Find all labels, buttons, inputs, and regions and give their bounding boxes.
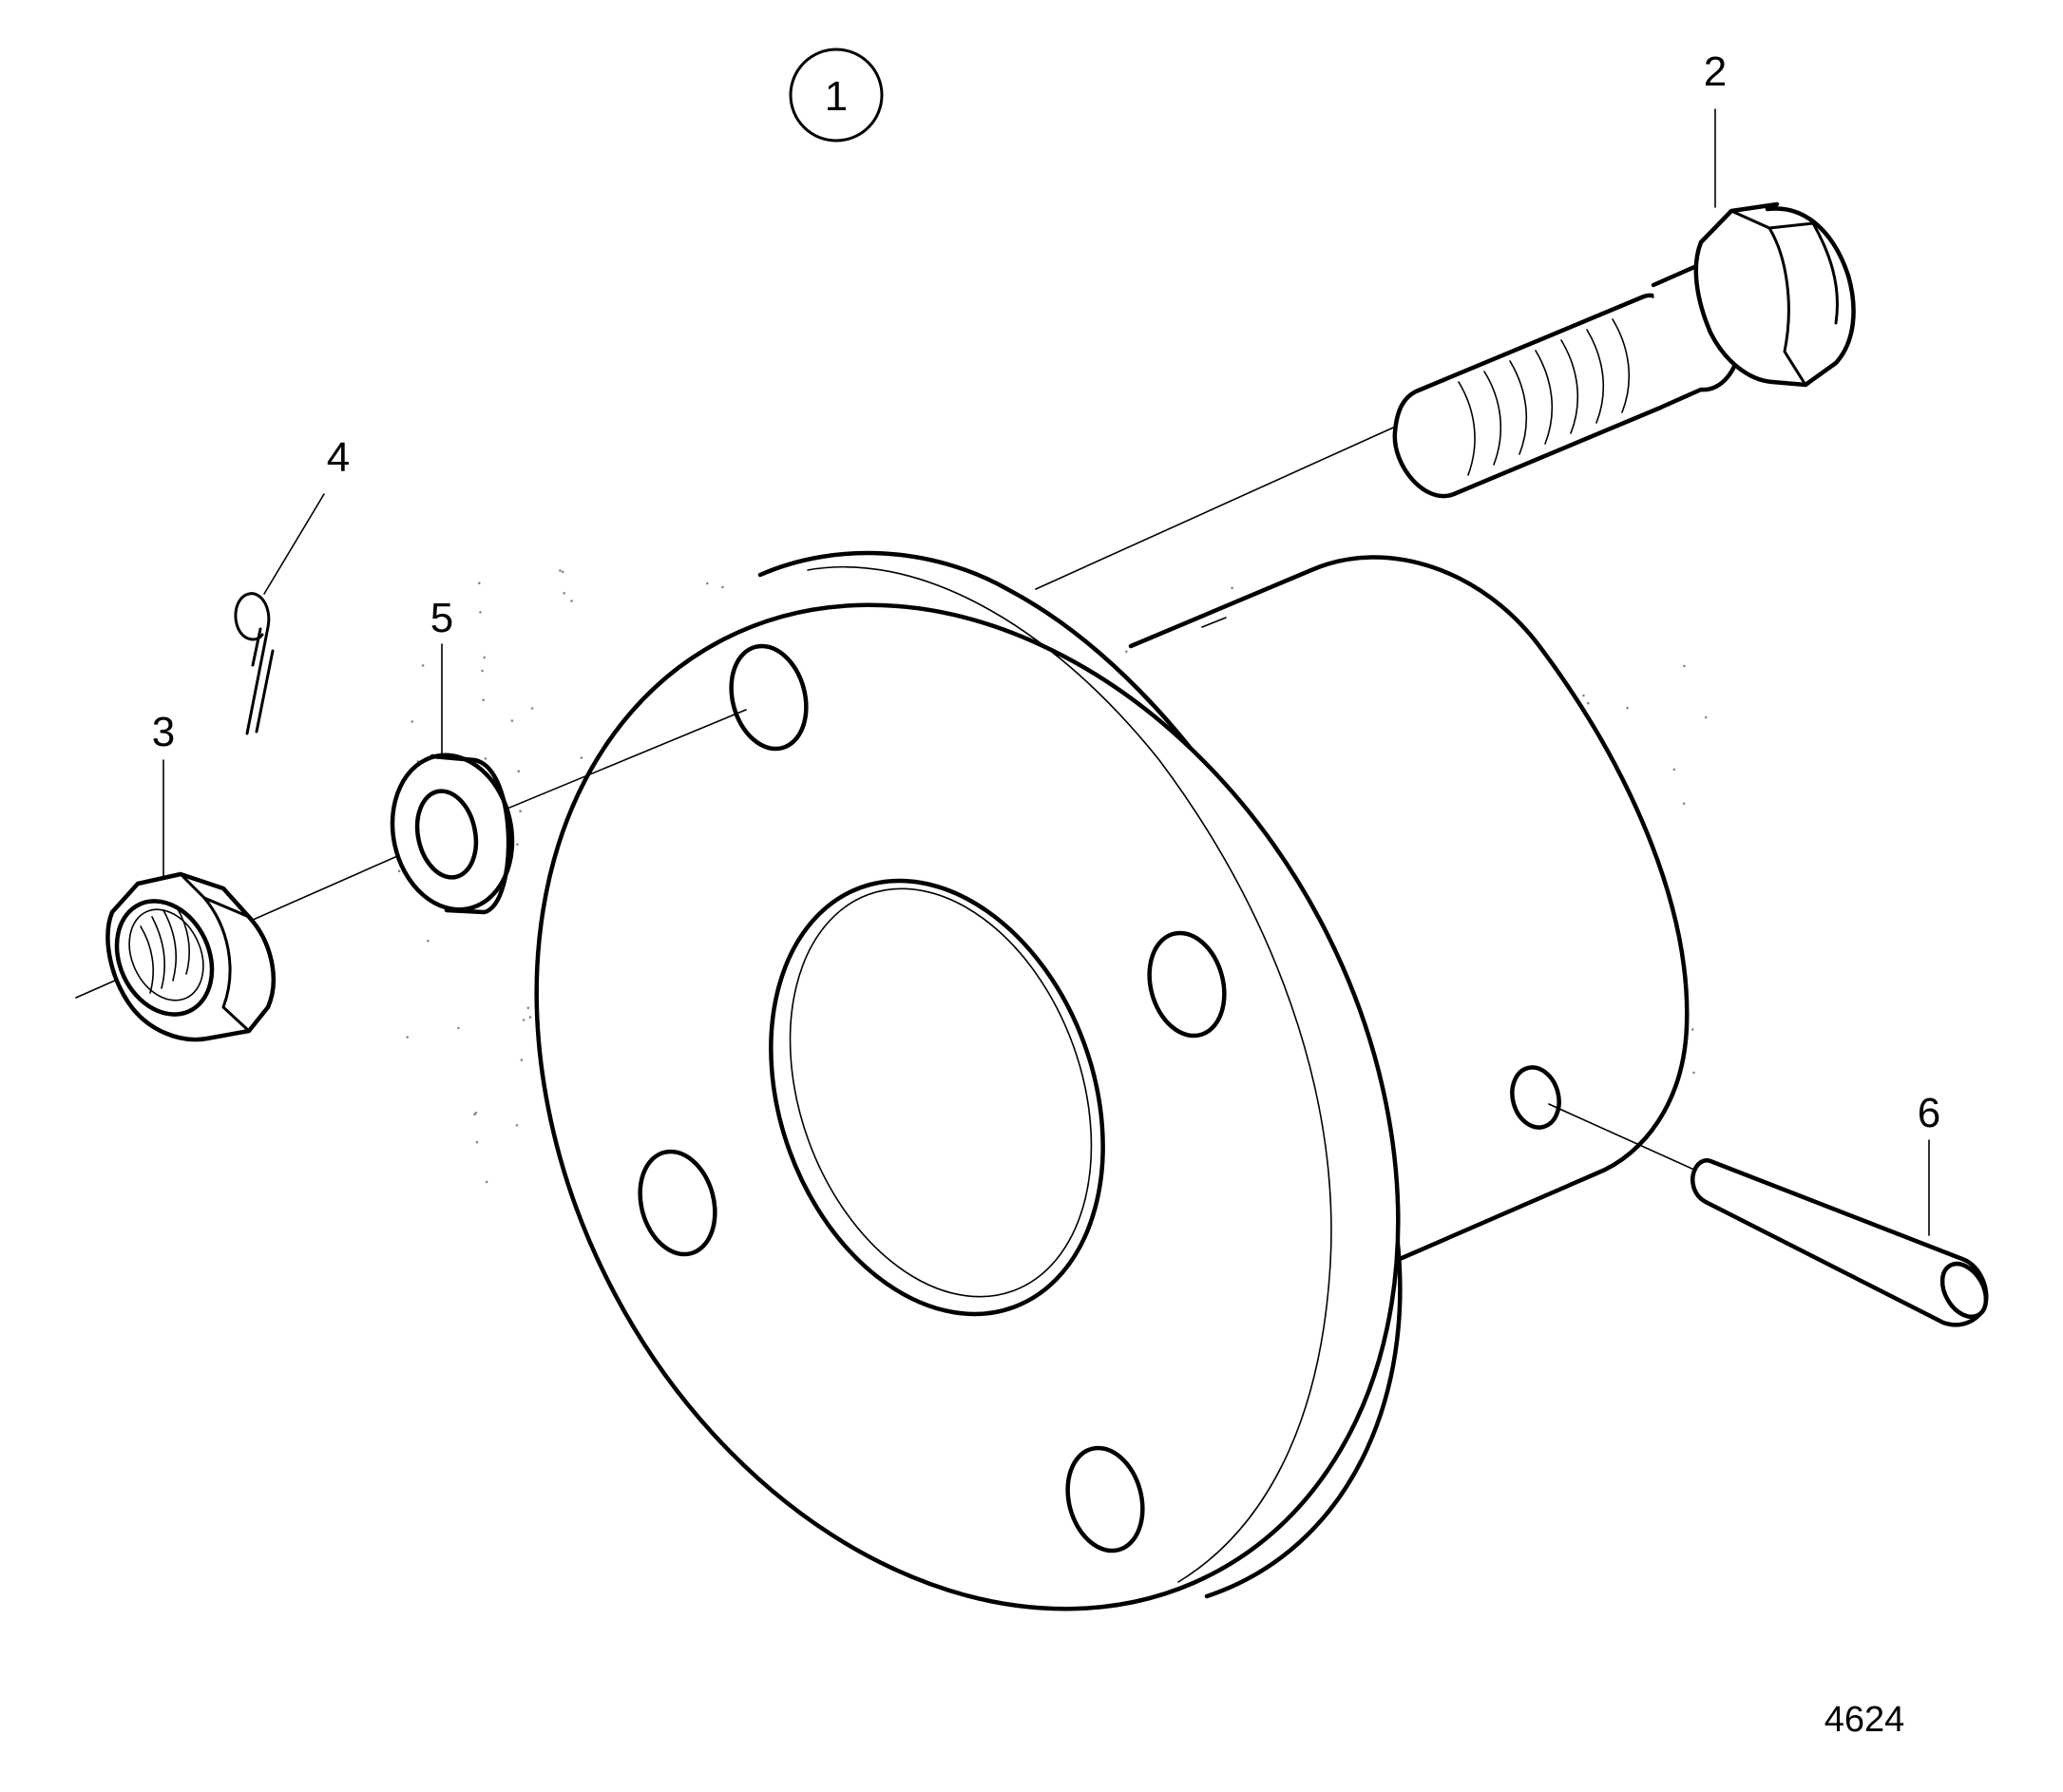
stipple-dot xyxy=(580,756,583,759)
stipple-dot xyxy=(570,600,573,602)
stipple-dot xyxy=(457,1026,460,1030)
callout-6: 6 xyxy=(1918,1090,1940,1136)
stipple-dot xyxy=(530,707,534,710)
stipple-dot xyxy=(1704,715,1708,719)
stipple-dot xyxy=(1586,701,1590,705)
pin-icon xyxy=(1691,1158,1989,1327)
cotter-pin-icon xyxy=(234,592,275,735)
stipple-dot xyxy=(427,940,430,943)
hex-nut-icon xyxy=(105,871,276,1042)
stipple-dot xyxy=(411,720,414,723)
figure-number: 4624 xyxy=(1824,1700,1905,1740)
stipple-dot xyxy=(526,1006,530,1010)
stipple-dot xyxy=(479,611,482,614)
assembly-callout: 1 xyxy=(789,48,884,143)
stipple-dot xyxy=(478,581,481,584)
stipple-dot xyxy=(421,664,425,667)
callout-5: 5 xyxy=(430,595,453,641)
stipple-dot xyxy=(1683,664,1686,668)
stipple-dot xyxy=(1231,586,1233,590)
stipple-dot xyxy=(706,581,709,585)
leader-lines xyxy=(162,108,1930,1236)
stipple-dot xyxy=(1691,1028,1694,1031)
stipple-dot xyxy=(519,810,522,812)
stipple-dot xyxy=(1682,802,1686,805)
stipple-dot xyxy=(483,656,487,659)
callout-3: 3 xyxy=(152,709,175,755)
stipple-dot xyxy=(721,585,724,589)
stipple-dot xyxy=(1692,1071,1695,1075)
stipple-dot xyxy=(559,569,562,572)
stipple-dot xyxy=(473,1113,476,1115)
stipple-dot xyxy=(485,1180,488,1184)
callout-2: 2 xyxy=(1704,48,1727,95)
stipple-dot xyxy=(563,592,565,595)
stipple-dot xyxy=(1626,706,1629,710)
stipple-dot xyxy=(484,757,487,760)
stipple-dot xyxy=(397,869,401,872)
flange-hub-icon xyxy=(534,550,1690,1611)
stipple-dot xyxy=(482,698,486,702)
assembly-callout-label: 1 xyxy=(825,73,848,120)
stipple-dot xyxy=(1125,650,1128,653)
stipple-dot xyxy=(520,1058,524,1061)
washer-icon xyxy=(390,753,515,915)
stipple-dot xyxy=(561,570,564,574)
callout-4: 4 xyxy=(327,434,350,481)
hex-bolt-icon xyxy=(1392,201,1856,499)
stipple-dot xyxy=(1582,694,1585,697)
stipple-dot xyxy=(516,843,519,846)
stipple-dot xyxy=(515,1124,519,1127)
stipple-dot xyxy=(528,1016,532,1019)
stipple-dot xyxy=(1672,768,1676,772)
stipple-dot xyxy=(517,770,520,772)
stipple-dot xyxy=(481,669,484,673)
stipple-dot xyxy=(522,1019,525,1021)
stipple-dot xyxy=(406,1036,410,1039)
stipple-dot xyxy=(475,1140,479,1144)
stipple-dot xyxy=(510,719,514,722)
